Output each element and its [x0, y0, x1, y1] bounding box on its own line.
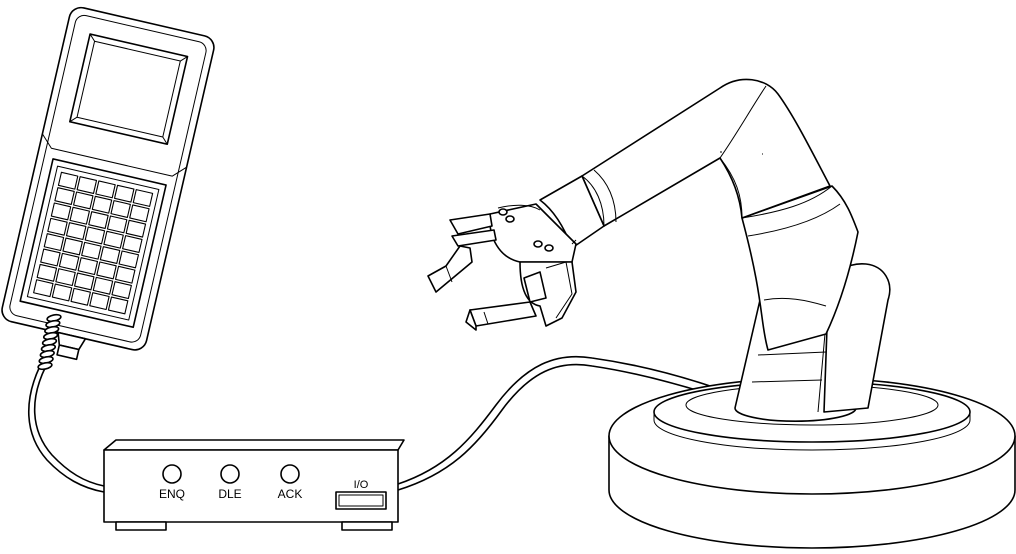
enq-label: ENQ	[159, 487, 185, 501]
robot-arm	[428, 79, 1015, 548]
dle-led-indicator	[221, 465, 239, 483]
io-port	[336, 492, 386, 509]
ack-label: ACK	[278, 487, 303, 501]
box-foot-right	[342, 522, 392, 530]
pendant-cable	[29, 366, 104, 492]
dle-label: DLE	[218, 487, 241, 501]
teach-pendant	[0, 5, 216, 373]
ack-led-indicator	[281, 465, 299, 483]
robot-wrist	[490, 176, 604, 262]
robot-gripper-lower-finger	[466, 262, 576, 330]
controller-box: ENQ DLE ACK I/O	[104, 440, 404, 530]
box-foot-left	[116, 522, 166, 530]
robot-gripper-upper-finger	[428, 214, 496, 292]
io-port-label: I/O	[354, 479, 369, 491]
enq-led-indicator	[163, 465, 181, 483]
